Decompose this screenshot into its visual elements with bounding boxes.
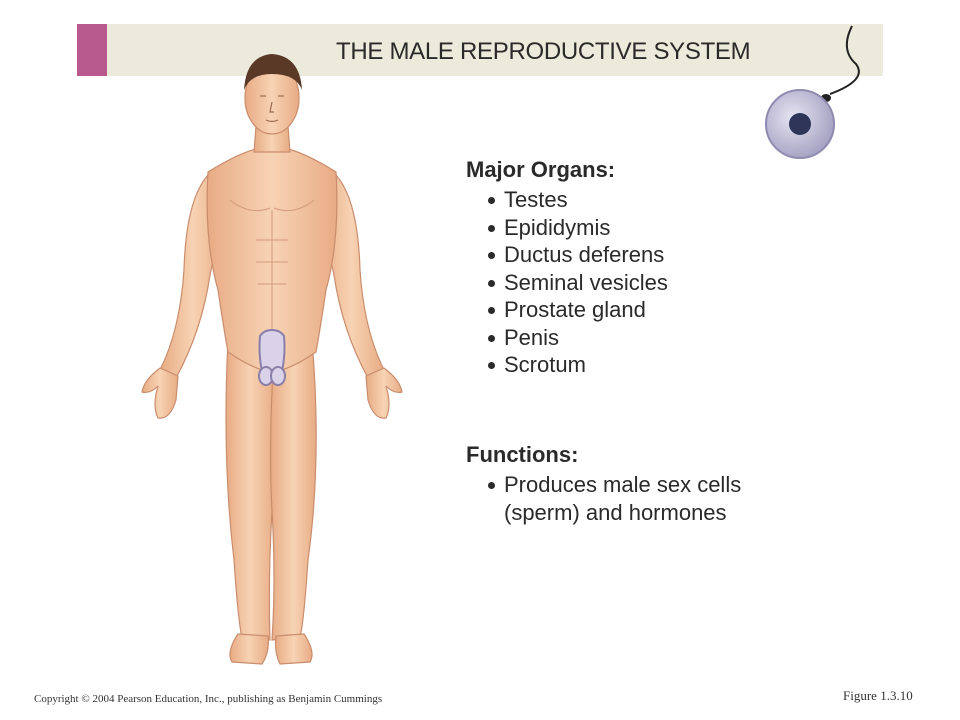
list-item: Ductus deferens [486,241,668,269]
list-item: Epididymis [486,214,668,242]
list-item: Penis [486,324,668,352]
title-accent [77,24,107,76]
sperm-and-egg-icon [765,25,860,159]
functions-list: Produces male sex cells (sperm) and horm… [486,471,804,526]
list-item: Scrotum [486,351,668,379]
figure-label: Figure 1.3.10 [843,688,913,703]
list-item: Produces male sex cells (sperm) and horm… [486,471,804,526]
page-title: THE MALE REPRODUCTIVE SYSTEM [336,38,751,65]
copyright-notice: Copyright © 2004 Pearson Education, Inc.… [34,693,383,705]
functions-heading: Functions: [466,442,579,467]
major-organs-list: Testes Epididymis Ductus deferens Semina… [486,186,668,379]
title-bar: THE MALE REPRODUCTIVE SYSTEM [77,24,883,76]
male-human-figure-icon [141,54,403,665]
list-item: Prostate gland [486,296,668,324]
major-organs-heading: Major Organs: [466,157,616,182]
list-item: Testes [486,186,668,214]
list-item: Seminal vesicles [486,269,668,297]
